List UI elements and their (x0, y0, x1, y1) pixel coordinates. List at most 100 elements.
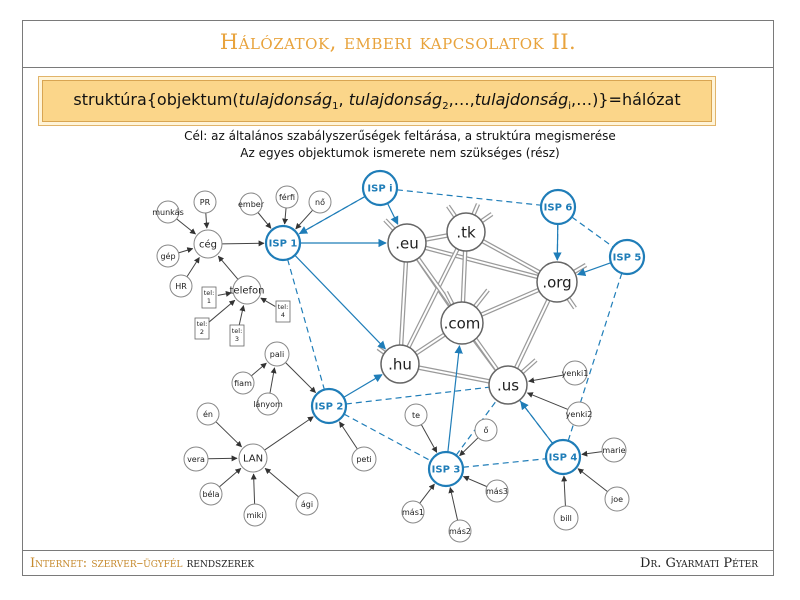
node-gep: gép (156, 244, 180, 268)
node-us: .us (488, 365, 528, 405)
node-circle-ispi (361, 169, 399, 207)
node-circle-vera (183, 446, 209, 472)
tel-box-tel2: tel:2 (194, 317, 210, 340)
leaf-link-te-isp3 (420, 424, 438, 453)
isp-peering-isp6-org (556, 223, 559, 263)
node-eu: .eu (387, 223, 427, 263)
leaf-link-yenki1-us (528, 374, 564, 384)
node-label-vera: vera (187, 455, 205, 464)
footer-course-accent: Internet: szerver–ügyfél (30, 556, 183, 571)
node-label-isp6: ISP 6 (544, 203, 573, 214)
formula-suffix: ,…)}=hálózat (571, 90, 681, 109)
leaf-links (176, 207, 608, 521)
isp-peering-ispi-isp6 (396, 189, 542, 206)
leaf-link-telefon-ceg (217, 255, 239, 280)
node-label-hu: .hu (388, 355, 412, 373)
node-te: te (404, 403, 428, 427)
formula-prop-1: tulajdonság (238, 90, 333, 109)
leaf-link-hr-ceg (186, 256, 200, 278)
isp-link-isp2-hu (343, 374, 383, 398)
leaf-link-bill-isp4 (561, 475, 568, 507)
isp-link-isp1-hu (294, 254, 386, 350)
node-circle-lanyom (256, 392, 280, 416)
slide-frame (22, 20, 774, 576)
node-munkas: munkás (152, 200, 184, 224)
node-label-o: ő (484, 426, 489, 435)
node-o: ő (474, 418, 498, 442)
formula-prop-2: tulajdonság (348, 90, 443, 109)
leaf-link-mas3-isp3 (462, 475, 488, 488)
node-label-en: én (203, 409, 213, 419)
goal-line: Cél: az általános szabályszerűségek felt… (184, 129, 616, 143)
leaf-link-lan-isp2 (264, 416, 314, 451)
node-circle-bela (199, 482, 223, 506)
node-yenki2: yenki2 (566, 401, 592, 427)
isp-peering-ispi-isp1 (297, 195, 366, 236)
node-label-mas2: más2 (449, 527, 471, 536)
node-ispi: ISP i (361, 169, 399, 207)
node-label-joe: joe (610, 495, 623, 504)
tel-box-label-tel1: tel:1 (204, 289, 215, 305)
node-circle-mas1 (401, 500, 425, 524)
leaf-link-yenki2-us (526, 392, 569, 410)
node-label-isp1: ISP 1 (269, 239, 298, 250)
node-circle-te (404, 403, 428, 427)
node-circle-en (196, 402, 220, 426)
formula-mid: ,…, (448, 90, 475, 109)
node-label-com: .com (444, 314, 481, 332)
formula-sub-1: 1 (332, 101, 339, 113)
leaf-link-pali-isp2 (285, 362, 316, 393)
node-isp5: ISP 5 (608, 238, 646, 276)
tel-box-label-tel4: tel:4 (278, 303, 289, 319)
isp-peering-isp1-isp2 (287, 259, 325, 390)
leaf-link-agi-lan (264, 467, 299, 498)
node-label-peti: peti (356, 455, 371, 464)
node-tk: .tk (446, 212, 486, 252)
node-label-pr: PR (200, 198, 211, 207)
leaf-link-joe-isp4 (577, 468, 608, 493)
node-circle-isp2 (310, 387, 348, 425)
node-circle-yenki1 (562, 360, 588, 386)
node-label-munkas: munkás (152, 208, 184, 217)
node-circle-ceg (193, 229, 223, 259)
node-label-pali: pali (270, 350, 284, 359)
node-circle-gep (156, 244, 180, 268)
node-miki: miki (243, 503, 267, 527)
node-circle-eu (387, 223, 427, 263)
node-isp2: ISP 2 (310, 387, 348, 425)
footer-bar: Internet: szerver–ügyfél rendszerek Dr. … (22, 550, 774, 576)
leaf-link-mas2-isp3 (448, 486, 459, 521)
isp-peering-isp2-us (345, 386, 490, 405)
node-label-tk: .tk (456, 223, 476, 241)
node-label-isp3: ISP 3 (432, 465, 461, 476)
node-isp3: ISP 3 (427, 450, 465, 488)
isp-link-isp5-org (576, 262, 612, 277)
node-label-agi: ági (301, 500, 313, 509)
node-ceg: cég (193, 229, 223, 259)
tel-box-tel4: tel:4 (275, 300, 291, 323)
node-circle-isp4 (544, 438, 582, 476)
node-fiam: fiam (231, 371, 255, 395)
node-vera: vera (183, 446, 209, 472)
node-circle-munkas (156, 200, 180, 224)
leaf-link-gep-ceg (178, 247, 194, 254)
node-circle-mas2 (448, 519, 472, 543)
leaf-link-o-isp3 (459, 437, 479, 457)
node-circle-mas3 (485, 479, 509, 503)
node-circle-telefon (232, 275, 262, 305)
leaf-link-pr-ceg (203, 212, 210, 229)
node-circle-isp5 (608, 238, 646, 276)
leaf-link-ferfi-isp1 (282, 207, 289, 225)
node-isp1: ISP 1 (264, 224, 302, 262)
isp-links (287, 189, 623, 468)
node-label-mas3: más3 (486, 487, 508, 496)
node-bela: béla (199, 482, 223, 506)
node-label-isp4: ISP 4 (549, 453, 578, 464)
leaf-link-munkas-ceg (176, 218, 196, 235)
node-label-ember: ember (238, 200, 265, 209)
leaf-link-tel2-telefon (208, 299, 236, 323)
leaf-link-tel4-telefon (260, 297, 276, 307)
node-mas2: más2 (448, 519, 472, 543)
node-circle-hu (380, 344, 420, 384)
tel-box-label-tel3: tel:3 (232, 327, 243, 343)
